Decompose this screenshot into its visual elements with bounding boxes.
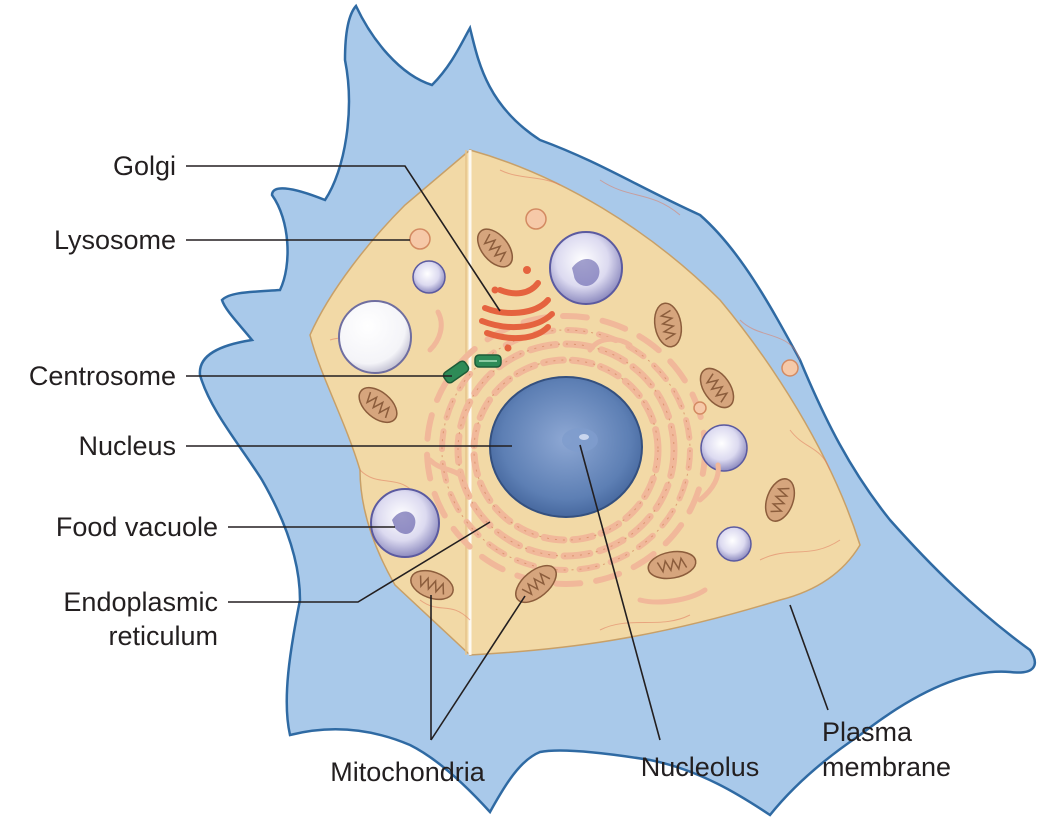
leader-mitochondria-b [430,595,526,741]
label-plasma-line1: Plasma [822,717,913,747]
lysosome-body [409,228,431,250]
label-food-vacuole: Food vacuole [55,512,218,542]
leader-lines [186,165,829,741]
label-centrosome: Centrosome [28,361,176,391]
centrosome-pair [442,354,502,384]
leader-nucleolus [579,444,661,741]
label-plasma-line2: membrane [822,752,952,782]
label-er-line2: reticulum [108,621,218,651]
leader-plasma-membrane [789,604,829,711]
golgi-apparatus [479,280,555,342]
large-white-vacuole [338,300,412,374]
nucleolus-body [562,428,598,452]
label-golgi: Golgi [112,151,176,181]
label-nucleolus: Nucleolus [640,752,760,782]
mitochondria-group [358,228,796,604]
label-mitochondria: Mitochondria [330,757,485,787]
leader-er [228,521,491,603]
label-nucleus: Nucleus [78,431,176,461]
leader-golgi [186,165,501,312]
label-lysosome: Lysosome [53,225,176,255]
label-er-line1: Endoplasmic [63,587,218,617]
